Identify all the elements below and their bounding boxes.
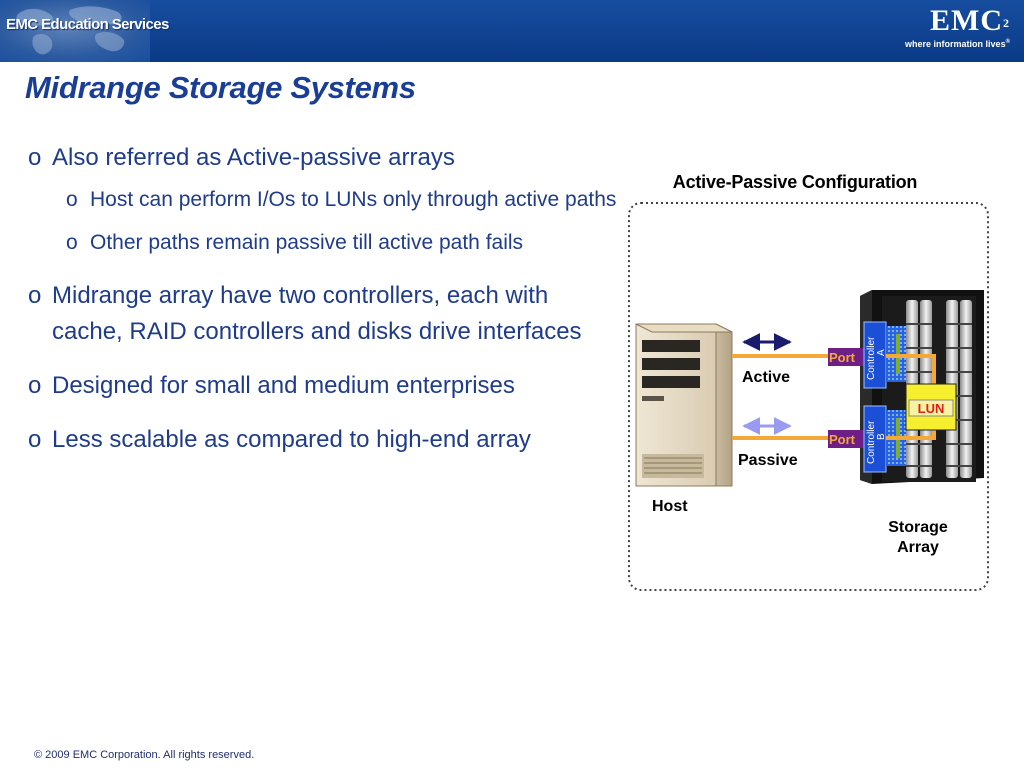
active-label: Active <box>742 369 790 386</box>
controller-b-label: Controller <box>866 420 877 464</box>
controller-a-letter: A <box>876 349 887 356</box>
controller-a-lun-path <box>886 354 936 390</box>
globe-map-icon <box>16 6 125 55</box>
sub-bullet-item: o Host can perform I/Os to LUNs only thr… <box>66 182 618 217</box>
active-passive-diagram: Active-Passive Configuration <box>620 166 1010 596</box>
emc-logo: EMC2 where information lives® <box>900 6 1010 56</box>
bullet-text: Designed for small and medium enterprise… <box>52 372 515 399</box>
storage-array-label-line1: Storage <box>888 519 948 536</box>
slide-title: Midrange Storage Systems <box>25 70 416 105</box>
bullet-item: o Midrange array have two controllers, e… <box>28 278 618 350</box>
controller-b-letter: B <box>876 433 887 440</box>
storage-array-label-line2: Array <box>897 539 939 556</box>
bullet-marker: o <box>28 282 42 309</box>
emc-superscript: 2 <box>1003 16 1010 30</box>
bullet-text: Host can perform I/Os to LUNs only throu… <box>90 188 617 211</box>
bullet-text: Less scalable as compared to high-end ar… <box>52 426 531 453</box>
passive-label: Passive <box>738 452 798 469</box>
diagram-title: Active-Passive Configuration <box>672 172 918 192</box>
port-a <box>828 348 864 366</box>
port-b-label: Port <box>829 432 856 447</box>
emc-wordmark: EMC2 <box>930 4 1010 37</box>
bullet-item: o Designed for small and medium enterpri… <box>28 368 618 404</box>
controller-a-label: Controller <box>866 336 877 380</box>
copyright-footer: © 2009 EMC Corporation. All rights reser… <box>34 749 255 761</box>
bullet-marker: o <box>66 188 78 211</box>
bullet-item: o Less scalable as compared to high-end … <box>28 422 618 458</box>
header-bar: EMC Education Services EMC2 where inform… <box>0 0 1024 62</box>
sub-bullet-item: o Other paths remain passive till active… <box>66 225 618 260</box>
bullet-text: Also referred as Active-passive arrays <box>52 144 455 171</box>
bullet-text: Other paths remain passive till active p… <box>90 231 524 254</box>
bullet-item: o Also referred as Active-passive arrays <box>28 140 618 176</box>
bullet-marker: o <box>28 144 42 171</box>
bullet-marker: o <box>66 231 78 254</box>
lun-label: LUN <box>918 401 945 416</box>
bullet-marker: o <box>28 426 42 453</box>
port-b <box>828 430 864 448</box>
education-services-text: EMC Education Services <box>6 16 169 33</box>
host-server-icon <box>635 323 733 487</box>
emc-tagline-mark: ® <box>1005 39 1010 45</box>
diagram-frame <box>628 202 989 591</box>
bullet-text: Midrange array have two controllers, eac… <box>52 282 582 345</box>
diagram-canvas: Active Passive Host Port Port Controller… <box>628 202 989 591</box>
emc-tagline: where information lives® <box>905 39 1010 49</box>
bullet-marker: o <box>28 372 42 399</box>
bullet-list: o Also referred as Active-passive arrays… <box>28 140 618 476</box>
host-label: Host <box>652 498 688 515</box>
port-a-label: Port <box>829 350 856 365</box>
emc-education-services-logo: EMC Education Services <box>0 0 169 62</box>
